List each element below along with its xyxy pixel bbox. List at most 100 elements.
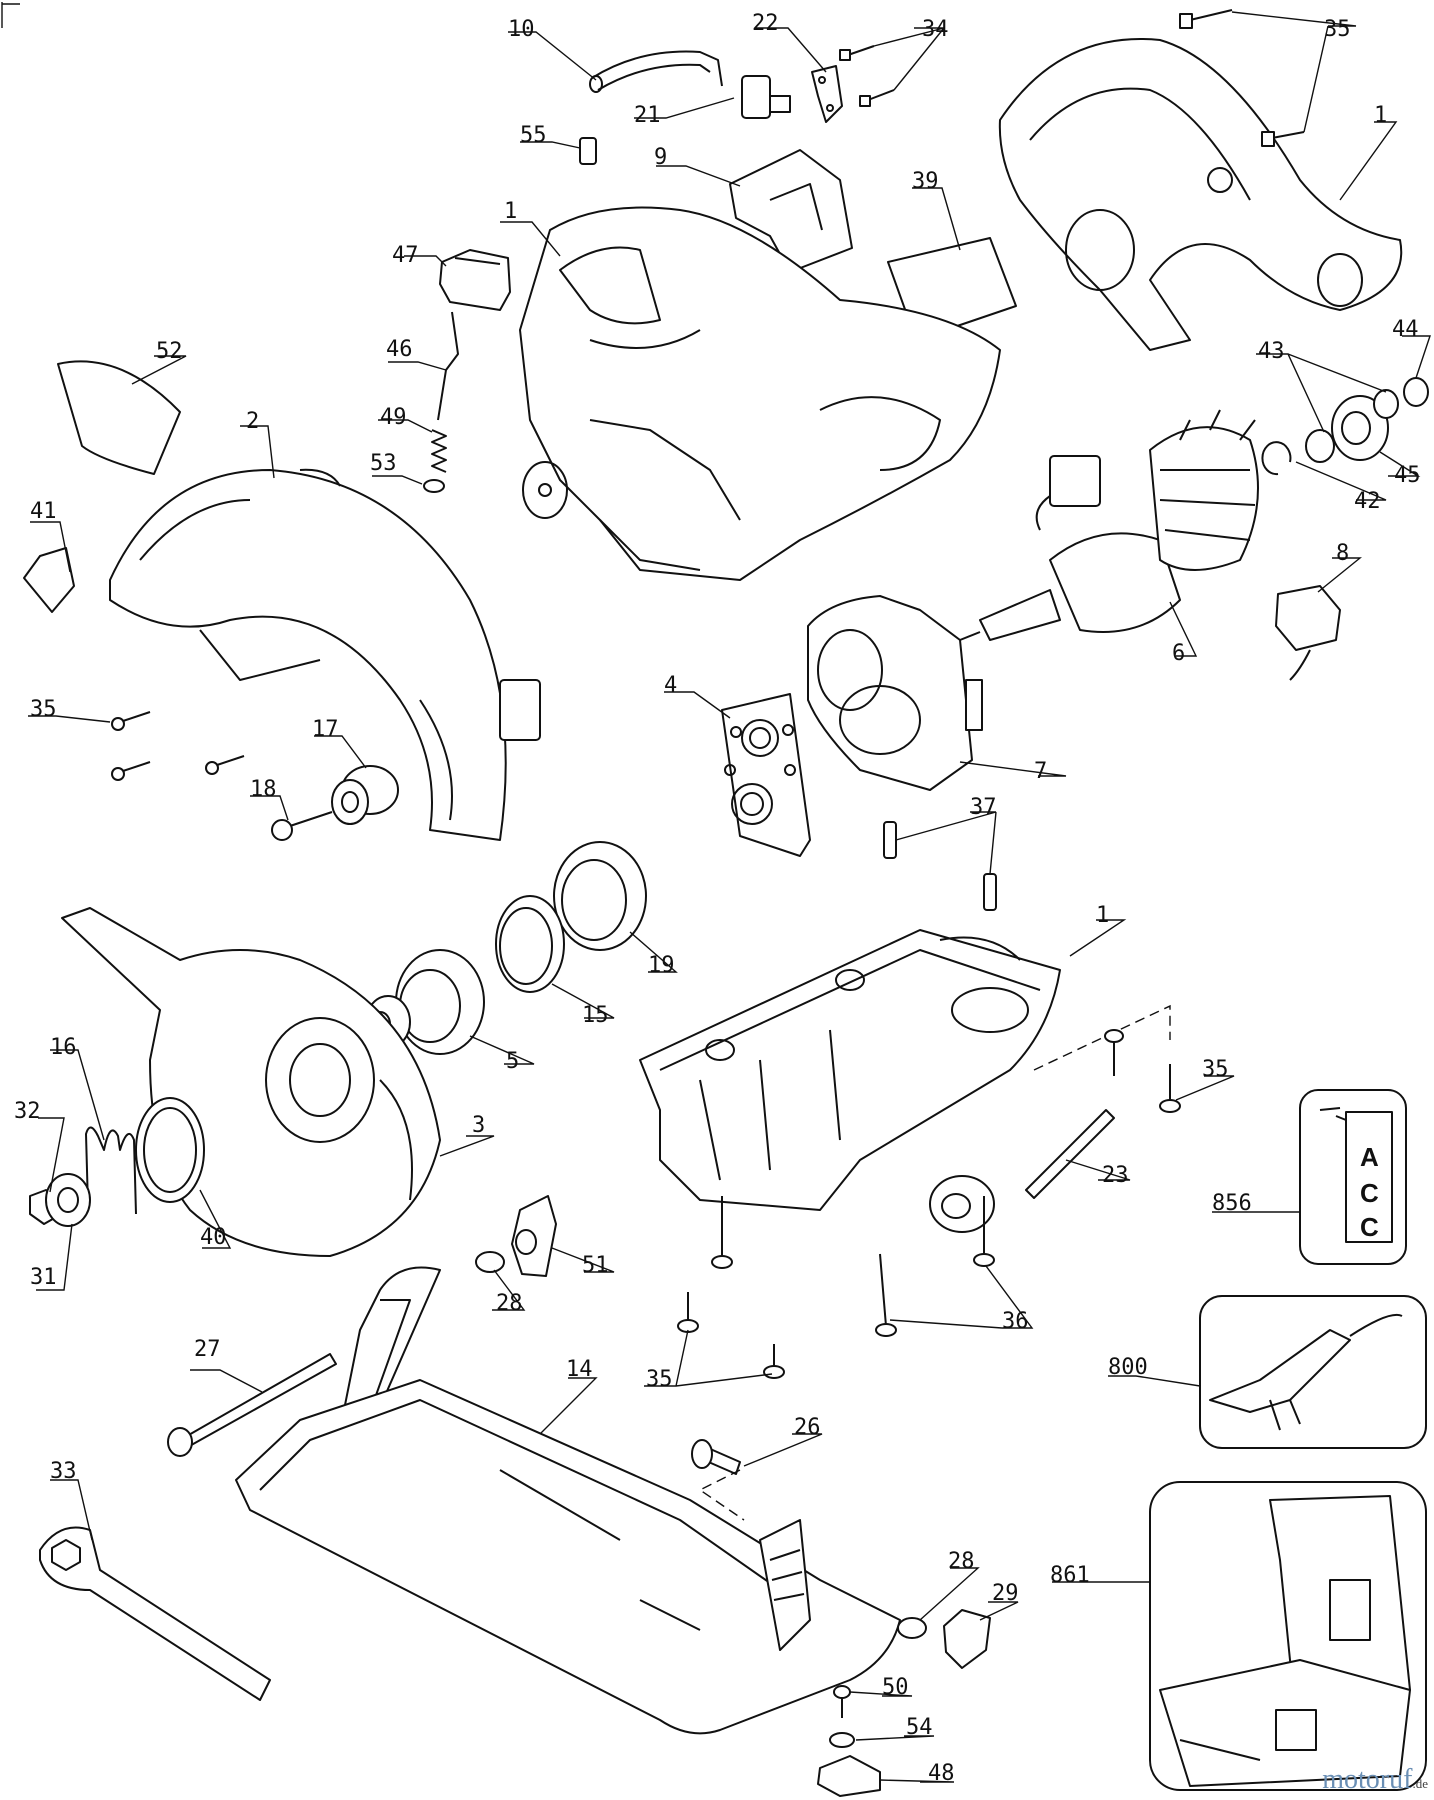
part-label: 1 [504, 199, 517, 224]
part-label: 3 [472, 1113, 485, 1138]
part-label: 29 [992, 1581, 1019, 1606]
part-label: 36 [1002, 1309, 1029, 1334]
part-screw-18 [271, 811, 333, 841]
part-housing-screws-top [1179, 9, 1305, 147]
part-label: 43 [1258, 339, 1285, 364]
part-label: 45 [1394, 463, 1421, 488]
part-bearing-45 [1331, 395, 1389, 461]
part-retaining-ring [1261, 441, 1292, 476]
part-label: 17 [312, 717, 339, 742]
part-label: 16 [50, 1035, 77, 1060]
part-depth-knob [943, 1609, 991, 1669]
part-label: 53 [370, 451, 397, 476]
part-shoe-base [235, 1266, 901, 1735]
part-blade-wrench [39, 1526, 271, 1701]
part-armature [959, 409, 1259, 641]
alignment-dashes-right [1033, 1004, 1171, 1071]
part-label: 33 [50, 1459, 77, 1484]
part-guard-insert [57, 360, 181, 475]
part-washer-44 [1403, 377, 1429, 407]
leader-lines [28, 11, 1431, 1783]
part-lower-screws [711, 1029, 1181, 1269]
part-carrying-case [1149, 1481, 1427, 1791]
part-label: 14 [566, 1357, 593, 1382]
part-label: 8 [1336, 541, 1349, 566]
part-label: 48 [928, 1761, 955, 1786]
part-label: 49 [380, 405, 407, 430]
part-label: 44 [1392, 317, 1419, 342]
part-label: 35 [646, 1367, 673, 1392]
part-label: 55 [520, 123, 547, 148]
part-800-box [1199, 1295, 1427, 1449]
part-washer-54 [829, 1732, 855, 1748]
part-cord-protector [589, 50, 791, 119]
part-label: 46 [386, 337, 413, 362]
part-label: 1 [1096, 903, 1109, 928]
part-label: 39 [912, 169, 939, 194]
part-label: 21 [634, 103, 661, 128]
acc-tag-text: A C C [1360, 1142, 1386, 1242]
part-label: 9 [654, 145, 667, 170]
watermark-tld: .de [1412, 1776, 1428, 1791]
part-guard-screws [111, 711, 245, 781]
part-lower-housing [639, 929, 1061, 1233]
part-label: 28 [496, 1291, 523, 1316]
part-lower-blade-guard [61, 907, 441, 1257]
part-acc-tag-box [1299, 1089, 1407, 1265]
part-label: 52 [156, 339, 183, 364]
part-label: 18 [250, 777, 277, 802]
part-label: 6 [1172, 641, 1185, 666]
part-label: 861 [1050, 1563, 1090, 1588]
part-field-stator [807, 595, 983, 791]
part-lock-button [439, 249, 511, 311]
part-label: 31 [30, 1265, 57, 1290]
part-piece-41 [23, 547, 75, 613]
part-dowel-pins [883, 821, 997, 911]
part-screw-55 [579, 137, 597, 165]
part-washer-28-bottom [897, 1617, 927, 1639]
part-clamp-screws [839, 45, 895, 107]
part-label: 10 [508, 17, 535, 42]
part-blade-bolt [29, 1173, 91, 1227]
part-label: 2 [246, 409, 259, 434]
part-washer-53 [423, 479, 445, 493]
part-label: 7 [1034, 759, 1047, 784]
part-washer-44b [1373, 389, 1399, 419]
part-motor-housing [519, 206, 1001, 581]
part-label: 32 [14, 1099, 41, 1124]
part-lock-spring [431, 429, 447, 473]
part-label: 22 [752, 11, 779, 36]
part-guard-spring [85, 1126, 137, 1215]
part-bevel-knob [511, 1195, 557, 1277]
part-label: 4 [664, 673, 677, 698]
part-label: 19 [648, 953, 675, 978]
part-label: 856 [1212, 1191, 1252, 1216]
part-label: 41 [30, 499, 57, 524]
part-label: 35 [1202, 1057, 1229, 1082]
part-screw-26 [691, 1439, 741, 1475]
part-washer-43 [1305, 429, 1335, 463]
part-switch [729, 149, 853, 273]
part-label: 34 [922, 17, 949, 42]
part-brush-holder [1035, 455, 1101, 531]
part-upper-blade-guard [109, 468, 541, 841]
watermark-brand: motoruf [1322, 1764, 1413, 1795]
part-label: 35 [30, 697, 57, 722]
alignment-dashes-base [698, 1469, 745, 1521]
part-lever-48 [817, 1755, 881, 1797]
part-rip-fence-rod [167, 1353, 337, 1457]
part-label: 26 [794, 1415, 821, 1440]
part-snap-ring [495, 895, 565, 993]
part-label: 42 [1354, 489, 1381, 514]
part-label: 800 [1108, 1355, 1148, 1380]
part-bearing-plate [721, 693, 811, 857]
part-cord-clamp [811, 65, 843, 123]
part-label: 27 [194, 1337, 221, 1362]
part-rod-23 [1025, 1109, 1115, 1199]
part-bearing-cup [553, 841, 647, 951]
part-label: 47 [392, 243, 419, 268]
part-spacer-17 [331, 765, 399, 825]
part-label: 28 [948, 1549, 975, 1574]
part-label: 15 [582, 1003, 609, 1028]
